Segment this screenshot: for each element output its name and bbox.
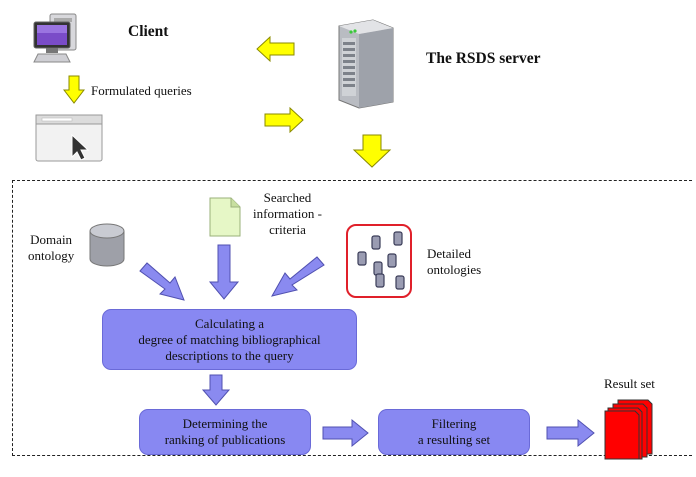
server-tower-icon xyxy=(338,19,394,109)
yellow-arrow-down-client xyxy=(62,75,86,104)
desktop-computer-icon xyxy=(33,13,77,63)
client-label: Client xyxy=(128,23,169,40)
blue-arrow-to-ranking xyxy=(201,374,231,406)
domain-ontology-label: Domain ontology xyxy=(28,232,75,263)
detailed-ontologies-box xyxy=(346,224,412,298)
blue-arrow-domain xyxy=(139,262,185,301)
yellow-arrow-right xyxy=(264,106,304,134)
yellow-arrow-left xyxy=(256,35,295,63)
yellow-arrow-down-server xyxy=(352,134,392,168)
result-stack-icon xyxy=(604,399,653,460)
blue-arrow-search xyxy=(208,244,240,300)
detailed-ontologies-label: Detailed ontologies xyxy=(427,246,482,277)
searched-information-label: Searched information - criteria xyxy=(253,190,322,237)
document-icon xyxy=(209,197,241,237)
ranking-box: Determining the ranking of publications xyxy=(139,409,311,455)
filtering-box: Filtering a resulting set xyxy=(378,409,530,455)
blue-arrow-to-result xyxy=(546,418,595,448)
result-set-label: Result set xyxy=(604,376,655,391)
browser-window-icon xyxy=(35,114,103,162)
calculating-degree-box: Calculating a degree of matching bibliog… xyxy=(102,309,357,370)
blue-arrow-detailed xyxy=(270,256,325,297)
blue-arrow-to-filter xyxy=(322,418,369,448)
formulated-queries-label: Formulated queries xyxy=(91,83,192,98)
database-cylinder-icon xyxy=(89,223,125,267)
server-process-region xyxy=(12,180,692,456)
server-label: The RSDS server xyxy=(426,50,541,67)
ontology-nodes-icon xyxy=(357,231,405,290)
